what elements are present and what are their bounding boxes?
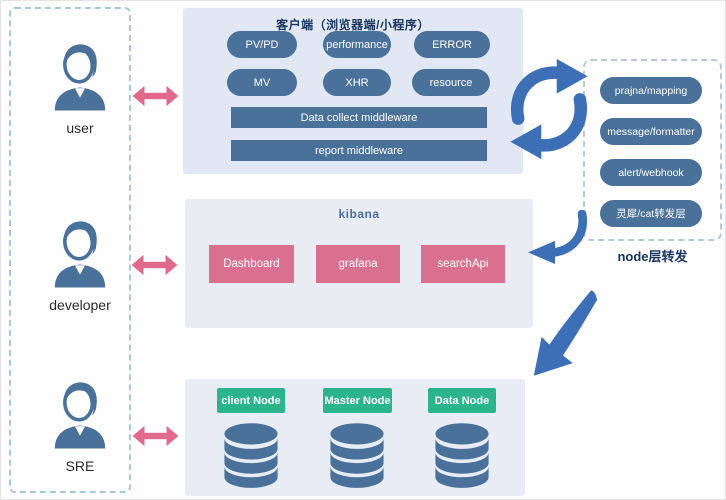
node-label-data: Data Node [428, 388, 496, 413]
database-icon [431, 418, 493, 494]
persona-column: user developer SRE [9, 7, 131, 493]
metric-pill-performance: performance [323, 31, 391, 58]
data-collect-middleware-bar: Data collect middleware [231, 107, 487, 128]
client-panel: 客户端（浏览器端/小程序） PV/PD performance ERROR MV… [183, 8, 523, 174]
report-middleware-bar: report middleware [231, 140, 487, 161]
metric-pill-xhr: XHR [323, 69, 391, 96]
persona-sre: SRE [27, 375, 133, 474]
person-icon [54, 44, 106, 111]
node-label-client: client Node [217, 388, 285, 413]
es-node-panel: client Node Master Node Data Node [185, 379, 525, 496]
persona-user: user [27, 37, 133, 136]
bidirectional-arrow-developer [131, 254, 178, 276]
client-panel-title: 客户端（浏览器端/小程序） [276, 18, 430, 32]
kibana-box-dashboard: Dashboard [209, 245, 294, 283]
persona-developer: developer [27, 214, 133, 313]
node-forward-box: prajna/mapping message/formatter alert/w… [583, 59, 722, 241]
bidirectional-arrow-sre [132, 425, 179, 447]
persona-label: SRE [65, 458, 95, 474]
kibana-panel: kibana Dashboard grafana searchApi [185, 199, 533, 328]
node-pill-message-formatter: message/formatter [600, 118, 702, 145]
database-icon [220, 418, 282, 494]
metric-pill-pvpd: PV/PD [227, 31, 297, 58]
kibana-panel-title: kibana [338, 207, 380, 221]
sync-arrows-icon [506, 55, 592, 163]
persona-label: developer [49, 297, 111, 313]
big-arrow-to-es-icon [527, 288, 599, 378]
person-icon [54, 221, 106, 288]
bidirectional-arrow-user [132, 85, 179, 107]
node-pill-alert-webhook: alert/webhook [600, 159, 702, 186]
metric-pill-mv: MV [227, 69, 297, 96]
node-pill-lingxi-cat: 灵犀/cat转发层 [600, 200, 702, 227]
kibana-box-grafana: grafana [316, 245, 400, 283]
persona-label: user [66, 120, 94, 136]
node-forward-label: node层转发 [617, 249, 688, 264]
node-pill-prajna-mapping: prajna/mapping [600, 77, 702, 104]
metric-pill-resource: resource [412, 69, 490, 96]
curved-arrow-to-kibana-icon [523, 209, 589, 264]
person-icon [54, 382, 106, 449]
node-label-master: Master Node [323, 388, 392, 413]
database-icon [326, 418, 388, 494]
kibana-box-searchapi: searchApi [421, 245, 505, 283]
metric-pill-error: ERROR [414, 31, 490, 58]
